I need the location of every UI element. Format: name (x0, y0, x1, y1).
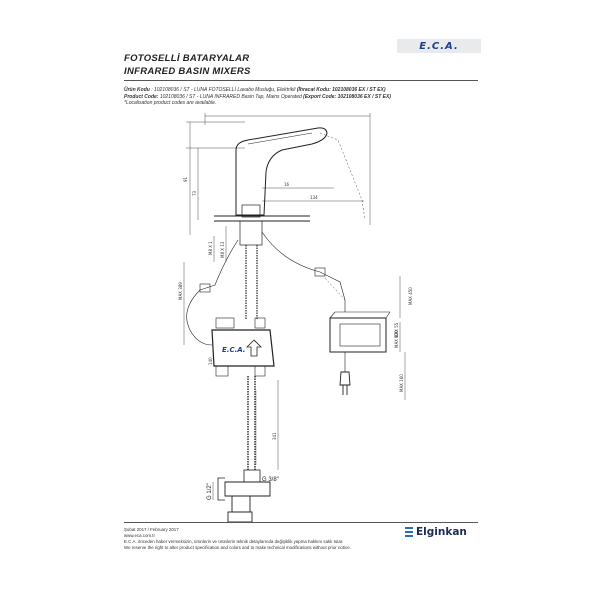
dim-73: 73 (192, 190, 197, 196)
product-code-en: Product Code: 102108036 / ST - LUNA INFR… (124, 93, 391, 100)
dim-134: 134 (310, 195, 318, 200)
mixer-box-logo: E.C.A. (222, 346, 245, 354)
dim-max120: MAX 120 (394, 330, 399, 348)
dim-max389: MAX 389 (178, 282, 183, 300)
product-codes: Ürün Kodu : 102108036 / ST - LUNA FOTOSE… (124, 87, 391, 107)
footer-date: Şubat 2017 / February 2017 (124, 527, 179, 532)
footer-rule (124, 522, 478, 523)
dim-16: 16 (284, 182, 290, 187)
footer-note-tr: E.C.A. önceden haber vermeksizin, ürünle… (124, 539, 344, 544)
dim-91: 91 (183, 176, 188, 182)
footer-website: www.eca.com.tr (124, 533, 155, 538)
dim-m8x1: M8 X 1 (208, 241, 213, 255)
header-rule (124, 80, 478, 81)
eca-logo-text: E.C.A. (419, 40, 459, 52)
thread-g12: G 1/2" (207, 483, 213, 500)
footer-note-en: We reserve the right to alter product sp… (124, 545, 351, 550)
product-code-tr: Ürün Kodu : 102108036 / ST - LUNA FOTOSE… (124, 87, 386, 93)
title-english: INFRARED BASIN MIXERS (124, 66, 251, 77)
elginkan-logo-text: Elginkan (416, 526, 467, 538)
dim-341: 341 (272, 432, 277, 440)
localisation-note: *Localisation product codes are availabl… (124, 100, 217, 107)
dim-max55: MAX 55 (394, 322, 399, 338)
dim-m8x13: M8 X 13 (220, 241, 225, 258)
elginkan-logo: Elginkan (405, 526, 467, 538)
dim-max160: MAX 160 (399, 374, 404, 392)
title-turkish: FOTOSELLİ BATARYALAR (124, 53, 250, 64)
dim-max450: MAX 450 (408, 287, 413, 305)
elginkan-mark-icon (405, 527, 413, 537)
eca-logo: E.C.A. (397, 39, 481, 53)
thread-g38: G 3/8" (262, 477, 279, 483)
footer-text: Şubat 2017 / February 2017 www.eca.com.t… (124, 527, 351, 551)
dim-140: 140 (208, 357, 213, 365)
